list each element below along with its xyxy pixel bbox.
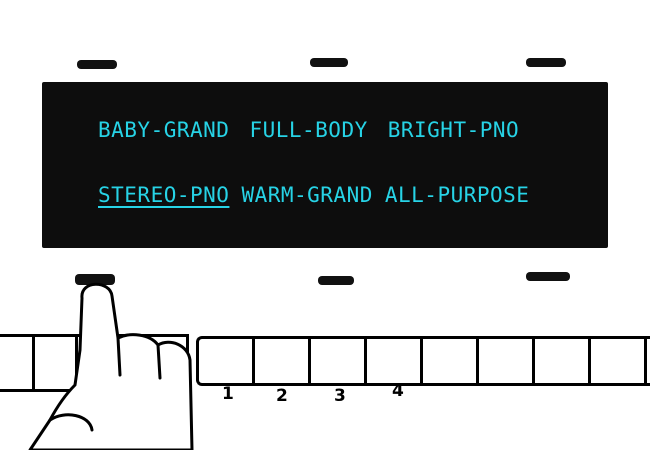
key-number-4: 4 xyxy=(392,381,404,401)
patch-stereo-pno[interactable]: STEREO-PNO xyxy=(98,183,230,207)
lcd-row-1: BABY-GRAND FULL-BODY BRIGHT-PNO xyxy=(98,118,578,142)
soft-button-bottom-1[interactable] xyxy=(75,274,115,285)
key-number-2: 2 xyxy=(276,386,288,406)
lcd-display: BABY-GRAND FULL-BODY BRIGHT-PNO STEREO-P… xyxy=(42,82,608,248)
soft-button-top-3[interactable] xyxy=(526,58,566,67)
keyboard-key[interactable] xyxy=(479,339,535,383)
patch-bright-pno[interactable]: BRIGHT-PNO xyxy=(387,118,520,142)
keyboard-key-4[interactable] xyxy=(367,339,423,383)
keyboard-key[interactable] xyxy=(591,339,647,383)
patch-all-purpose[interactable]: ALL-PURPOSE xyxy=(384,183,530,207)
soft-button-bottom-3[interactable] xyxy=(526,272,570,281)
keyboard-key-3[interactable] xyxy=(311,339,367,383)
keyboard-key-1[interactable] xyxy=(199,339,255,383)
keyboard-key[interactable] xyxy=(0,337,35,389)
keyboard-key[interactable] xyxy=(535,339,591,383)
keyboard-key[interactable] xyxy=(423,339,479,383)
keyboard-key-2[interactable] xyxy=(255,339,311,383)
lcd-row-2: STEREO-PNO WARM-GRAND ALL-PURPOSE xyxy=(98,183,578,207)
patch-warm-grand[interactable]: WARM-GRAND xyxy=(241,183,373,207)
key-number-1: 1 xyxy=(222,384,234,404)
soft-button-top-1[interactable] xyxy=(77,60,117,69)
keyboard-right-section xyxy=(196,336,650,386)
patch-baby-grand[interactable]: BABY-GRAND xyxy=(98,118,230,142)
soft-button-top-2[interactable] xyxy=(310,58,348,67)
patch-full-body[interactable]: FULL-BODY xyxy=(249,118,368,142)
key-number-3: 3 xyxy=(334,386,346,406)
keyboard-key[interactable] xyxy=(35,337,78,389)
soft-button-bottom-2[interactable] xyxy=(318,276,354,285)
